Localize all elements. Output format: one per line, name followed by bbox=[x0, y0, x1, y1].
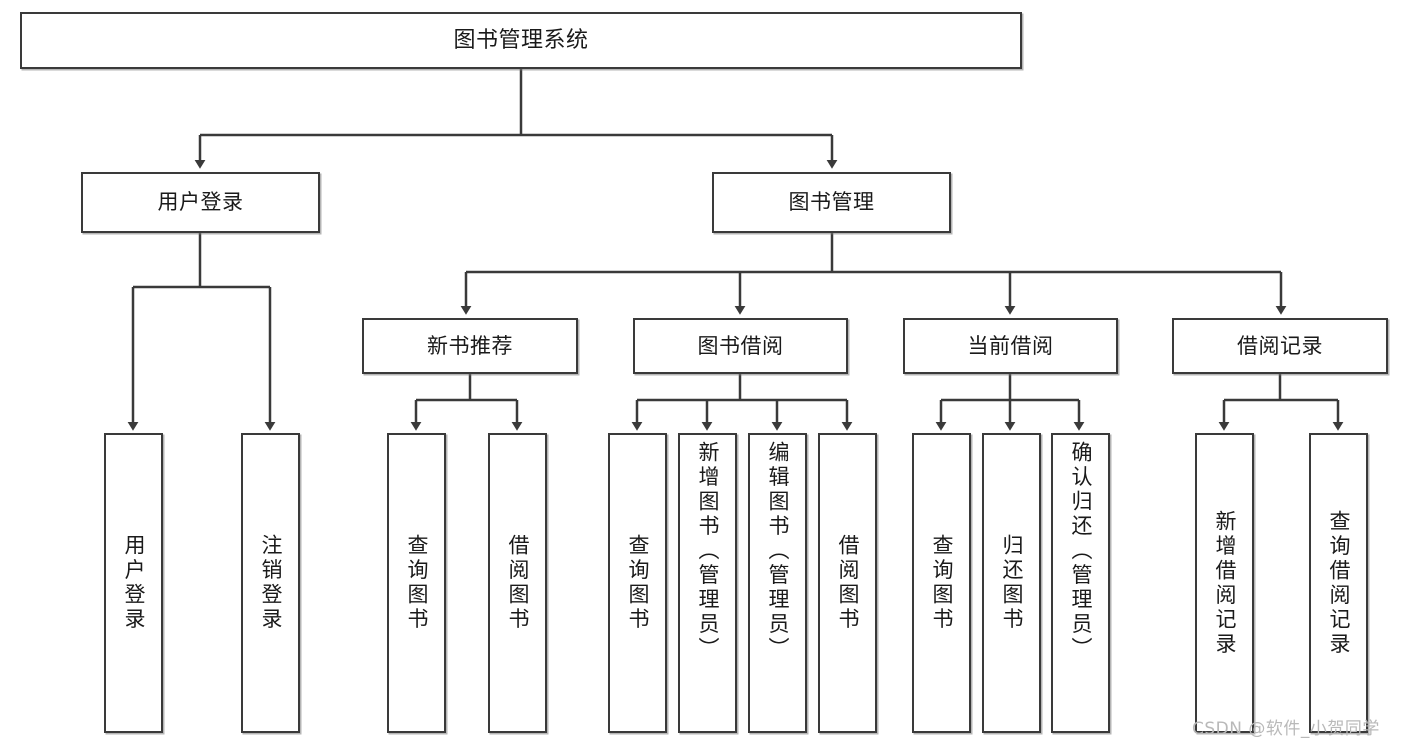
node-label: 新书推荐 bbox=[427, 333, 513, 358]
csdn-watermark: CSDN @软件_小贺同学 bbox=[1192, 719, 1380, 739]
leaf-query-borrow-record[interactable]: 查询借阅记录 bbox=[1309, 433, 1368, 733]
node-label: 借阅记录 bbox=[1237, 333, 1323, 358]
node-label: 新增借阅记录 bbox=[1213, 509, 1237, 657]
node-label: 注销登录 bbox=[259, 534, 283, 632]
leaf-confirm-return-admin[interactable]: 确认归还（管理员） bbox=[1051, 433, 1110, 733]
leaf-query-book-recommend[interactable]: 查询图书 bbox=[387, 433, 446, 733]
node-label: 借阅图书 bbox=[506, 534, 530, 632]
node-label: 编辑图书（管理员） bbox=[766, 441, 790, 662]
leaf-query-book-current[interactable]: 查询图书 bbox=[912, 433, 971, 733]
leaf-add-borrow-record[interactable]: 新增借阅记录 bbox=[1195, 433, 1254, 733]
node-root-system[interactable]: 图书管理系统 bbox=[20, 12, 1022, 69]
node-label: 查询图书 bbox=[626, 534, 650, 632]
node-label: 用户登录 bbox=[157, 190, 244, 215]
node-label: 借阅图书 bbox=[836, 534, 860, 632]
node-label: 查询借阅记录 bbox=[1327, 509, 1351, 657]
node-label: 确认归还（管理员） bbox=[1069, 441, 1093, 662]
leaf-query-book-borrow[interactable]: 查询图书 bbox=[608, 433, 667, 733]
node-label: 图书借阅 bbox=[697, 333, 784, 358]
node-label: 用户登录 bbox=[122, 534, 146, 632]
node-label: 新增图书（管理员） bbox=[696, 441, 720, 662]
node-label: 图书管理 bbox=[788, 190, 875, 215]
leaf-add-book-admin[interactable]: 新增图书（管理员） bbox=[678, 433, 737, 733]
node-label: 查询图书 bbox=[930, 534, 954, 632]
node-label: 归还图书 bbox=[1000, 534, 1024, 632]
node-current-borrow[interactable]: 当前借阅 bbox=[903, 318, 1118, 374]
node-label: 当前借阅 bbox=[967, 333, 1054, 358]
leaf-edit-book-admin[interactable]: 编辑图书（管理员） bbox=[748, 433, 807, 733]
node-label: 查询图书 bbox=[405, 534, 429, 632]
node-borrow-record[interactable]: 借阅记录 bbox=[1172, 318, 1388, 374]
leaf-logout[interactable]: 注销登录 bbox=[241, 433, 300, 733]
leaf-return-book[interactable]: 归还图书 bbox=[982, 433, 1041, 733]
node-label: 图书管理系统 bbox=[453, 27, 589, 53]
node-user-login[interactable]: 用户登录 bbox=[81, 172, 320, 233]
leaf-borrow-book-recommend[interactable]: 借阅图书 bbox=[488, 433, 547, 733]
node-book-management[interactable]: 图书管理 bbox=[712, 172, 951, 233]
node-new-book-recommend[interactable]: 新书推荐 bbox=[362, 318, 578, 374]
leaf-user-login[interactable]: 用户登录 bbox=[104, 433, 163, 733]
leaf-borrow-book-borrow[interactable]: 借阅图书 bbox=[818, 433, 877, 733]
node-book-borrow[interactable]: 图书借阅 bbox=[633, 318, 848, 374]
